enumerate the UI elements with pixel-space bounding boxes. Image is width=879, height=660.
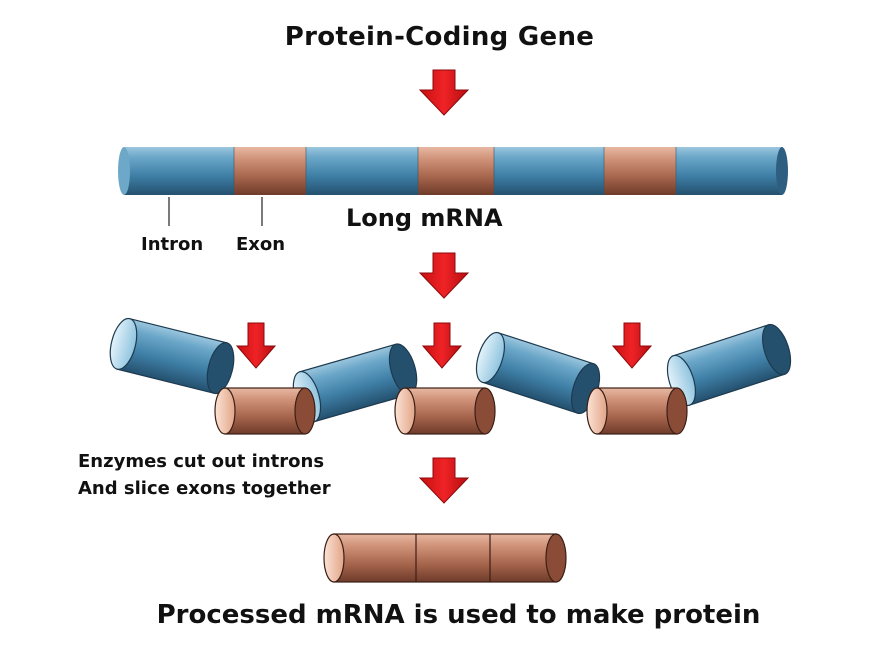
exon-label: Exon xyxy=(236,234,286,255)
arrow-down-icon xyxy=(612,322,652,369)
exon-segment xyxy=(234,147,306,195)
intron-segment xyxy=(306,147,418,195)
exon-segment xyxy=(604,147,676,195)
arrow-down-icon xyxy=(236,322,276,369)
splicing-caption-line-1: Enzymes cut out introns xyxy=(78,451,325,472)
splicing-caption: Enzymes cut out introns And slice exons … xyxy=(78,448,331,502)
arrow-down-icon xyxy=(419,252,469,299)
exon-piece xyxy=(214,387,316,435)
arrow-down-icon xyxy=(419,69,469,116)
arrow-down-icon xyxy=(419,457,469,504)
diagram-title: Protein-Coding Gene xyxy=(284,22,595,52)
excised-intron xyxy=(104,315,240,397)
intron-segment xyxy=(124,147,234,195)
intron-segment xyxy=(676,147,782,195)
processed-mrna-caption: Processed mRNA is used to make protein xyxy=(156,600,761,630)
intron-segment xyxy=(494,147,604,195)
long-mrna-strand xyxy=(118,147,788,195)
processed-mrna xyxy=(323,533,567,583)
exon-piece xyxy=(586,387,688,435)
intron-label: Intron xyxy=(141,234,204,255)
arrow-down-icon xyxy=(422,322,462,369)
exon-piece xyxy=(394,387,496,435)
splicing-caption-line-2: And slice exons together xyxy=(78,478,331,499)
exon-segment xyxy=(418,147,494,195)
long-mrna-label: Long mRNA xyxy=(346,204,503,232)
